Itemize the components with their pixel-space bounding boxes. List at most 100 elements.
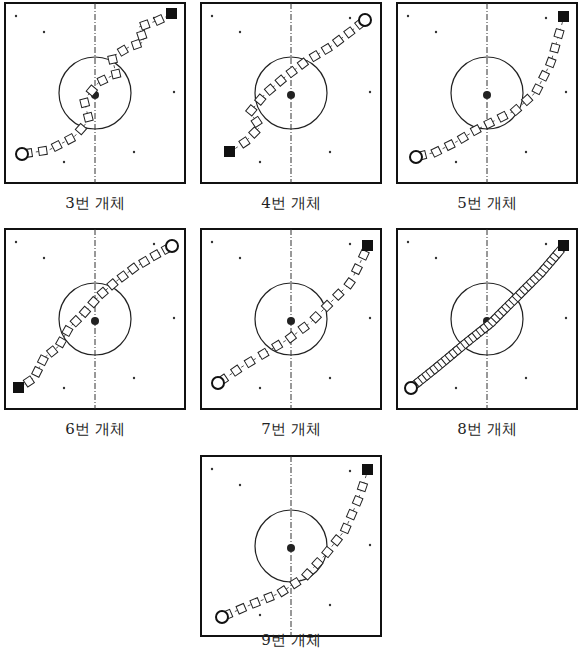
body-segment [554,29,564,39]
body-segment [38,146,47,155]
body-segment [108,55,118,65]
body-segment [484,118,495,129]
dot [435,257,437,259]
dot [239,31,241,33]
arena-panel [5,3,185,183]
body-segment [277,586,288,597]
panel-caption: 5번 개체 [457,194,516,213]
start-mark [359,14,371,26]
end-mark [362,240,373,251]
body-segment [344,27,355,38]
arena-border [5,3,185,183]
dot [329,604,331,606]
dot [63,161,65,163]
arena-border [201,229,381,409]
body-segment [47,346,58,357]
dot [211,468,213,470]
dot [329,377,331,379]
dot [259,614,261,616]
arena-panel [201,229,381,409]
dot [133,377,135,379]
dot [545,17,547,19]
end-mark [166,8,177,19]
panel-caption: 6번 개체 [65,420,124,439]
dot [349,17,351,19]
dot [173,317,175,319]
body-segment [244,357,255,368]
center-mark [287,544,295,552]
dot [525,151,527,153]
arena-border [5,229,185,409]
dot [455,161,457,163]
body-segment [264,84,275,95]
panel-caption: 3번 개체 [65,194,124,213]
body-segment [239,137,250,148]
dot [565,317,567,319]
trajectory [416,17,564,157]
body-segment [111,69,121,79]
dot [349,470,351,472]
body-segment [297,58,308,69]
trajectory [411,246,564,388]
body-segment [62,325,73,336]
arena-border [397,3,577,183]
panel-caption: 8번 개체 [457,420,516,439]
body-segment [107,279,118,290]
body-segment [246,105,257,116]
body-segment [88,297,99,308]
body-segment [321,300,332,311]
arena-panel [397,229,577,409]
dot [407,241,409,243]
body-segment [86,85,97,96]
trajectory [230,20,365,152]
body-segment [70,316,81,327]
dot [15,241,17,243]
body-segment [312,558,323,569]
body-segment [272,340,283,351]
body-segment [357,482,367,492]
panel-caption: 7번 개체 [261,420,320,439]
dot [259,161,261,163]
dot [239,484,241,486]
dot [133,151,135,153]
body-segment [333,35,344,46]
start-mark [216,611,228,623]
end-mark [558,11,569,22]
body-segment [532,84,543,95]
dot [43,31,45,33]
body-segment [97,75,108,86]
body-segment [83,112,93,122]
body-segment [290,578,301,589]
body-segment [340,523,351,534]
body-segment [264,592,274,602]
body-segment [309,51,320,62]
body-segment [117,45,128,56]
dot [369,544,371,546]
dot [153,243,155,245]
body-segment [331,535,342,546]
body-segment [32,367,43,378]
center-circle [59,57,131,129]
body-segment [131,39,141,49]
center-mark [91,317,99,325]
dot [455,387,457,389]
body-segment [510,104,521,115]
arena-panel [5,229,185,409]
body-segment [470,125,481,136]
body-segment [150,250,161,261]
dot [329,151,331,153]
body-segment [333,289,344,300]
body-segment [23,376,34,387]
body-segment [444,140,455,151]
body-segment [139,256,150,267]
dot [349,243,351,245]
body-segment [275,75,286,86]
trajectory [19,246,172,388]
body-segment [249,127,260,138]
body-segment [80,98,90,108]
body-segment [298,322,309,333]
body-segment [236,603,247,614]
body-segment [37,355,48,366]
body-segment [302,569,313,580]
